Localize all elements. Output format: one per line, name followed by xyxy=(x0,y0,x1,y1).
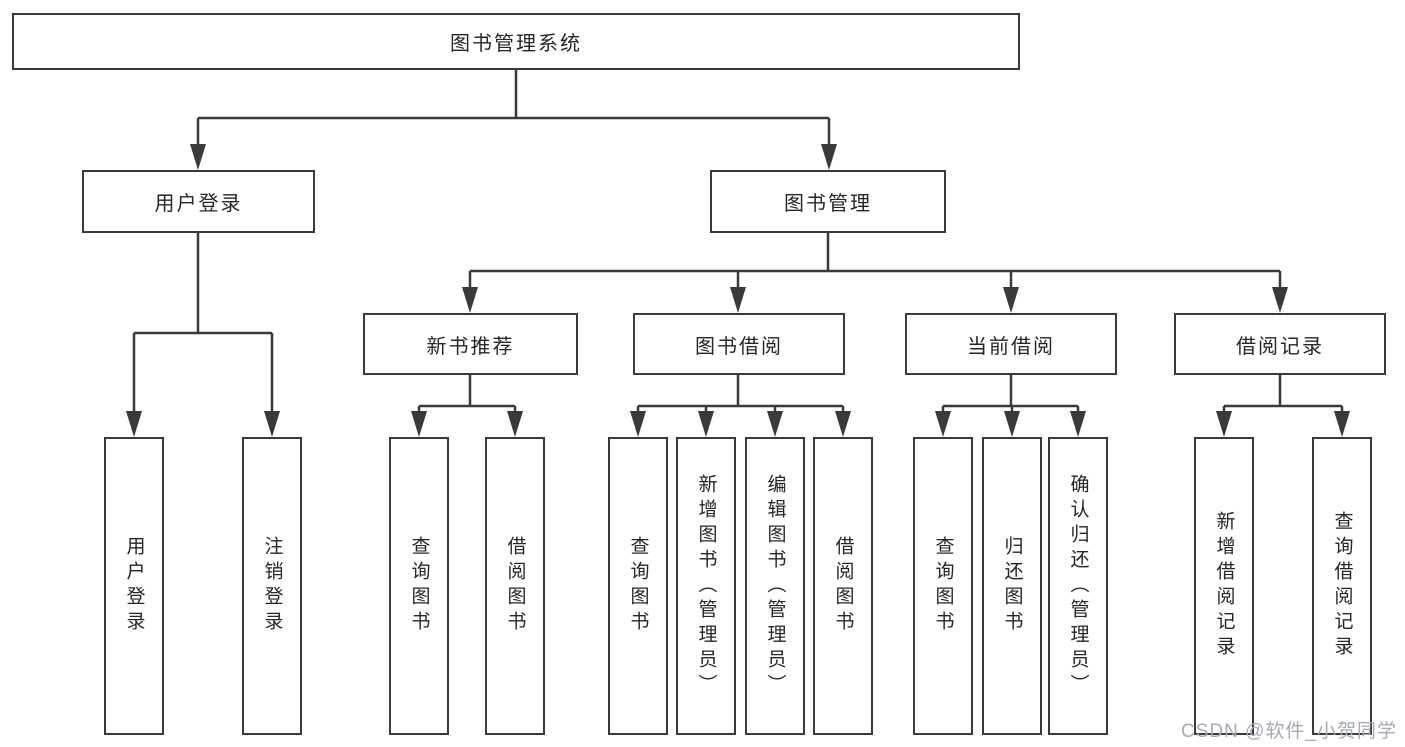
node-library-management-system-label: 图书管理系统 xyxy=(450,33,582,55)
leaf-return-book: 归还图书 xyxy=(982,437,1042,735)
node-library-management-system: 图书管理系统 xyxy=(12,13,1020,70)
node-borrow-records-label: 借阅记录 xyxy=(1236,335,1324,358)
leaf-confirm-return-admin: 确认归还（管理员） xyxy=(1048,437,1108,735)
leaf-newbook-borrow-book-label: 借阅图书 xyxy=(504,536,526,636)
node-new-book-recommend-label: 新书推荐 xyxy=(426,335,515,358)
leaf-query-borrow-record-label: 查询借阅记录 xyxy=(1331,511,1353,661)
leaf-return-book-label: 归还图书 xyxy=(1001,536,1023,636)
node-borrow-records: 借阅记录 xyxy=(1174,313,1386,375)
leaf-add-borrow-record: 新增借阅记录 xyxy=(1194,437,1254,735)
leaf-newbook-borrow-book: 借阅图书 xyxy=(485,437,545,735)
node-current-borrow: 当前借阅 xyxy=(905,313,1117,375)
node-book-management-label: 图书管理 xyxy=(784,193,872,215)
node-book-borrow: 图书借阅 xyxy=(633,313,845,375)
leaf-user-login: 用户登录 xyxy=(104,437,164,735)
leaf-borrow-query-book: 查询图书 xyxy=(608,437,668,735)
node-new-book-recommend: 新书推荐 xyxy=(363,313,578,375)
leaf-logout: 注销登录 xyxy=(242,437,302,735)
leaf-add-book-admin-label: 新增图书（管理员） xyxy=(695,473,717,699)
node-book-management: 图书管理 xyxy=(710,170,946,233)
leaf-borrow-book: 借阅图书 xyxy=(813,437,873,735)
leaf-logout-label: 注销登录 xyxy=(261,536,283,636)
leaf-borrow-query-book-label: 查询图书 xyxy=(627,536,649,636)
node-user-login-label: 用户登录 xyxy=(154,193,243,215)
csdn-watermark: CSDN @软件_小贺同学 xyxy=(1181,721,1397,742)
node-user-login: 用户登录 xyxy=(82,170,315,233)
leaf-add-book-admin: 新增图书（管理员） xyxy=(676,437,736,735)
leaf-newbook-query-book-label: 查询图书 xyxy=(408,536,430,636)
leaf-query-borrow-record: 查询借阅记录 xyxy=(1312,437,1372,735)
leaf-confirm-return-admin-label: 确认归还（管理员） xyxy=(1067,473,1089,699)
leaf-current-query-book-label: 查询图书 xyxy=(932,536,954,636)
leaf-newbook-query-book: 查询图书 xyxy=(389,437,449,735)
leaf-current-query-book: 查询图书 xyxy=(913,437,973,735)
node-current-borrow-label: 当前借阅 xyxy=(967,335,1055,358)
leaf-add-borrow-record-label: 新增借阅记录 xyxy=(1213,511,1235,661)
node-book-borrow-label: 图书借阅 xyxy=(695,335,783,358)
leaf-edit-book-admin: 编辑图书（管理员） xyxy=(745,437,805,735)
leaf-borrow-book-label: 借阅图书 xyxy=(832,536,854,636)
leaf-user-login-label: 用户登录 xyxy=(123,536,145,636)
leaf-edit-book-admin-label: 编辑图书（管理员） xyxy=(764,473,786,699)
